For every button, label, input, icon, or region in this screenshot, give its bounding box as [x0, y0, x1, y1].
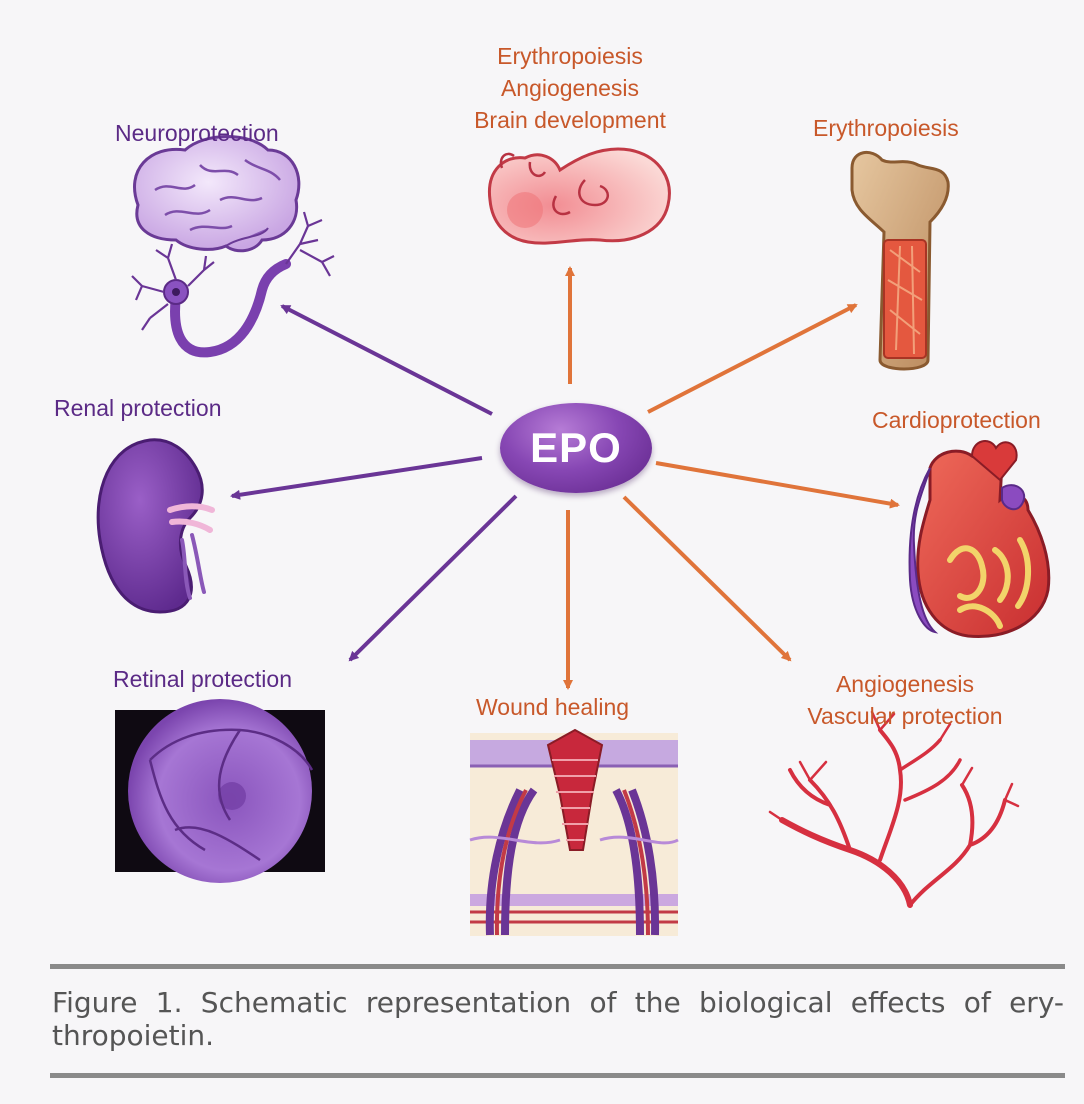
diagram-canvas: [96, 135, 1051, 936]
figure-caption: Figure 1. Schematic representation of th…: [52, 986, 1064, 1052]
arrow-to-vessels: [622, 495, 792, 662]
caption-bottom-rule: [50, 1073, 1065, 1078]
arrows: [230, 266, 900, 690]
arrow-to-renal: [230, 456, 483, 500]
retina-icon: [115, 699, 325, 883]
arrow-to-neuroprotection: [280, 304, 493, 416]
label-retinal-protection: Retinal protection: [113, 666, 292, 692]
label-erythropoiesis-top: Erythropoiesis: [497, 43, 643, 69]
epo-effects-diagram: EPO Neuroprotection Erythropoiesis Angio…: [54, 40, 1051, 936]
label-wound-healing: Wound healing: [476, 694, 630, 720]
blood-vessels-icon: [768, 710, 1020, 908]
skin-wound-icon: [469, 728, 679, 936]
caption-top-rule: [50, 964, 1065, 969]
arrow-to-bone: [647, 303, 858, 414]
hub-label: EPO: [530, 424, 622, 471]
label-renal-protection: Renal protection: [54, 395, 222, 421]
kidney-icon: [96, 438, 215, 614]
label-angiogenesis-right: Angiogenesis: [835, 671, 975, 697]
brain-icon: [133, 135, 301, 253]
label-vessel-effects: Angiogenesis Vascular protection: [780, 668, 1030, 732]
arrow-to-retinal: [348, 494, 518, 662]
label-erythropoiesis-right: Erythropoiesis: [813, 115, 959, 141]
label-brain-development: Brain development: [474, 107, 666, 133]
heart-icon: [908, 440, 1051, 639]
arrow-to-heart: [655, 461, 900, 509]
embryo-icon: [487, 147, 671, 245]
label-embryo-effects: Erythropoiesis Angiogenesis Brain develo…: [450, 40, 690, 136]
femur-bone-icon: [850, 151, 950, 371]
label-angiogenesis-top: Angiogenesis: [500, 75, 640, 101]
label-neuroprotection: Neuroprotection: [115, 120, 279, 146]
epo-hub: EPO: [500, 403, 652, 493]
label-cardioprotection: Cardioprotection: [872, 407, 1041, 433]
neuron-icon: [131, 211, 335, 358]
label-vascular-protection: Vascular protection: [807, 703, 1003, 729]
